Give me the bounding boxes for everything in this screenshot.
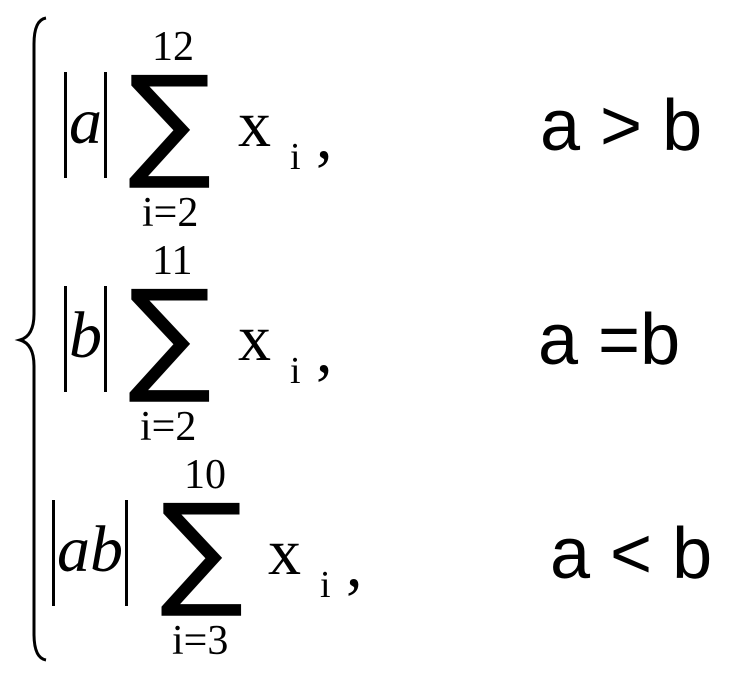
- abs-bar-right: [104, 286, 107, 392]
- abs-bar-right: [125, 500, 128, 606]
- abs-bar-left: [52, 500, 55, 606]
- abs-variable: a: [69, 85, 102, 158]
- case-comma: ,: [346, 528, 363, 601]
- sum-lower-limit: i=3: [172, 618, 229, 664]
- summand-x: x: [238, 88, 271, 161]
- case-condition: a > b: [540, 86, 703, 166]
- abs-bar-left: [64, 72, 67, 178]
- sum-upper-limit: 12: [152, 24, 194, 70]
- summand-x: x: [268, 516, 301, 589]
- case-comma: ,: [316, 314, 333, 387]
- sum-upper-limit: 11: [152, 238, 193, 284]
- abs-variable: ab: [57, 513, 123, 586]
- abs-bar-left: [64, 286, 67, 392]
- summation-sign: ∑: [160, 478, 244, 622]
- summand-subscript: i: [290, 350, 301, 392]
- case-condition: a =b: [538, 300, 681, 380]
- summation-sign: ∑: [128, 264, 212, 408]
- sum-lower-limit: i=2: [140, 404, 197, 450]
- absolute-value-a: a: [64, 72, 107, 178]
- absolute-value-b: b: [64, 286, 107, 392]
- summand-subscript: i: [290, 136, 301, 178]
- case-comma: ,: [316, 100, 333, 173]
- sum-upper-limit: 10: [184, 452, 226, 498]
- abs-variable: b: [69, 299, 102, 372]
- case-condition: a < b: [550, 514, 713, 594]
- left-curly-brace: [14, 14, 54, 664]
- summand-subscript: i: [320, 564, 331, 606]
- summation-sign: ∑: [128, 50, 212, 194]
- sum-lower-limit: i=2: [142, 190, 199, 236]
- summand-x: x: [238, 302, 271, 375]
- absolute-value-ab: ab: [52, 500, 128, 606]
- abs-bar-right: [104, 72, 107, 178]
